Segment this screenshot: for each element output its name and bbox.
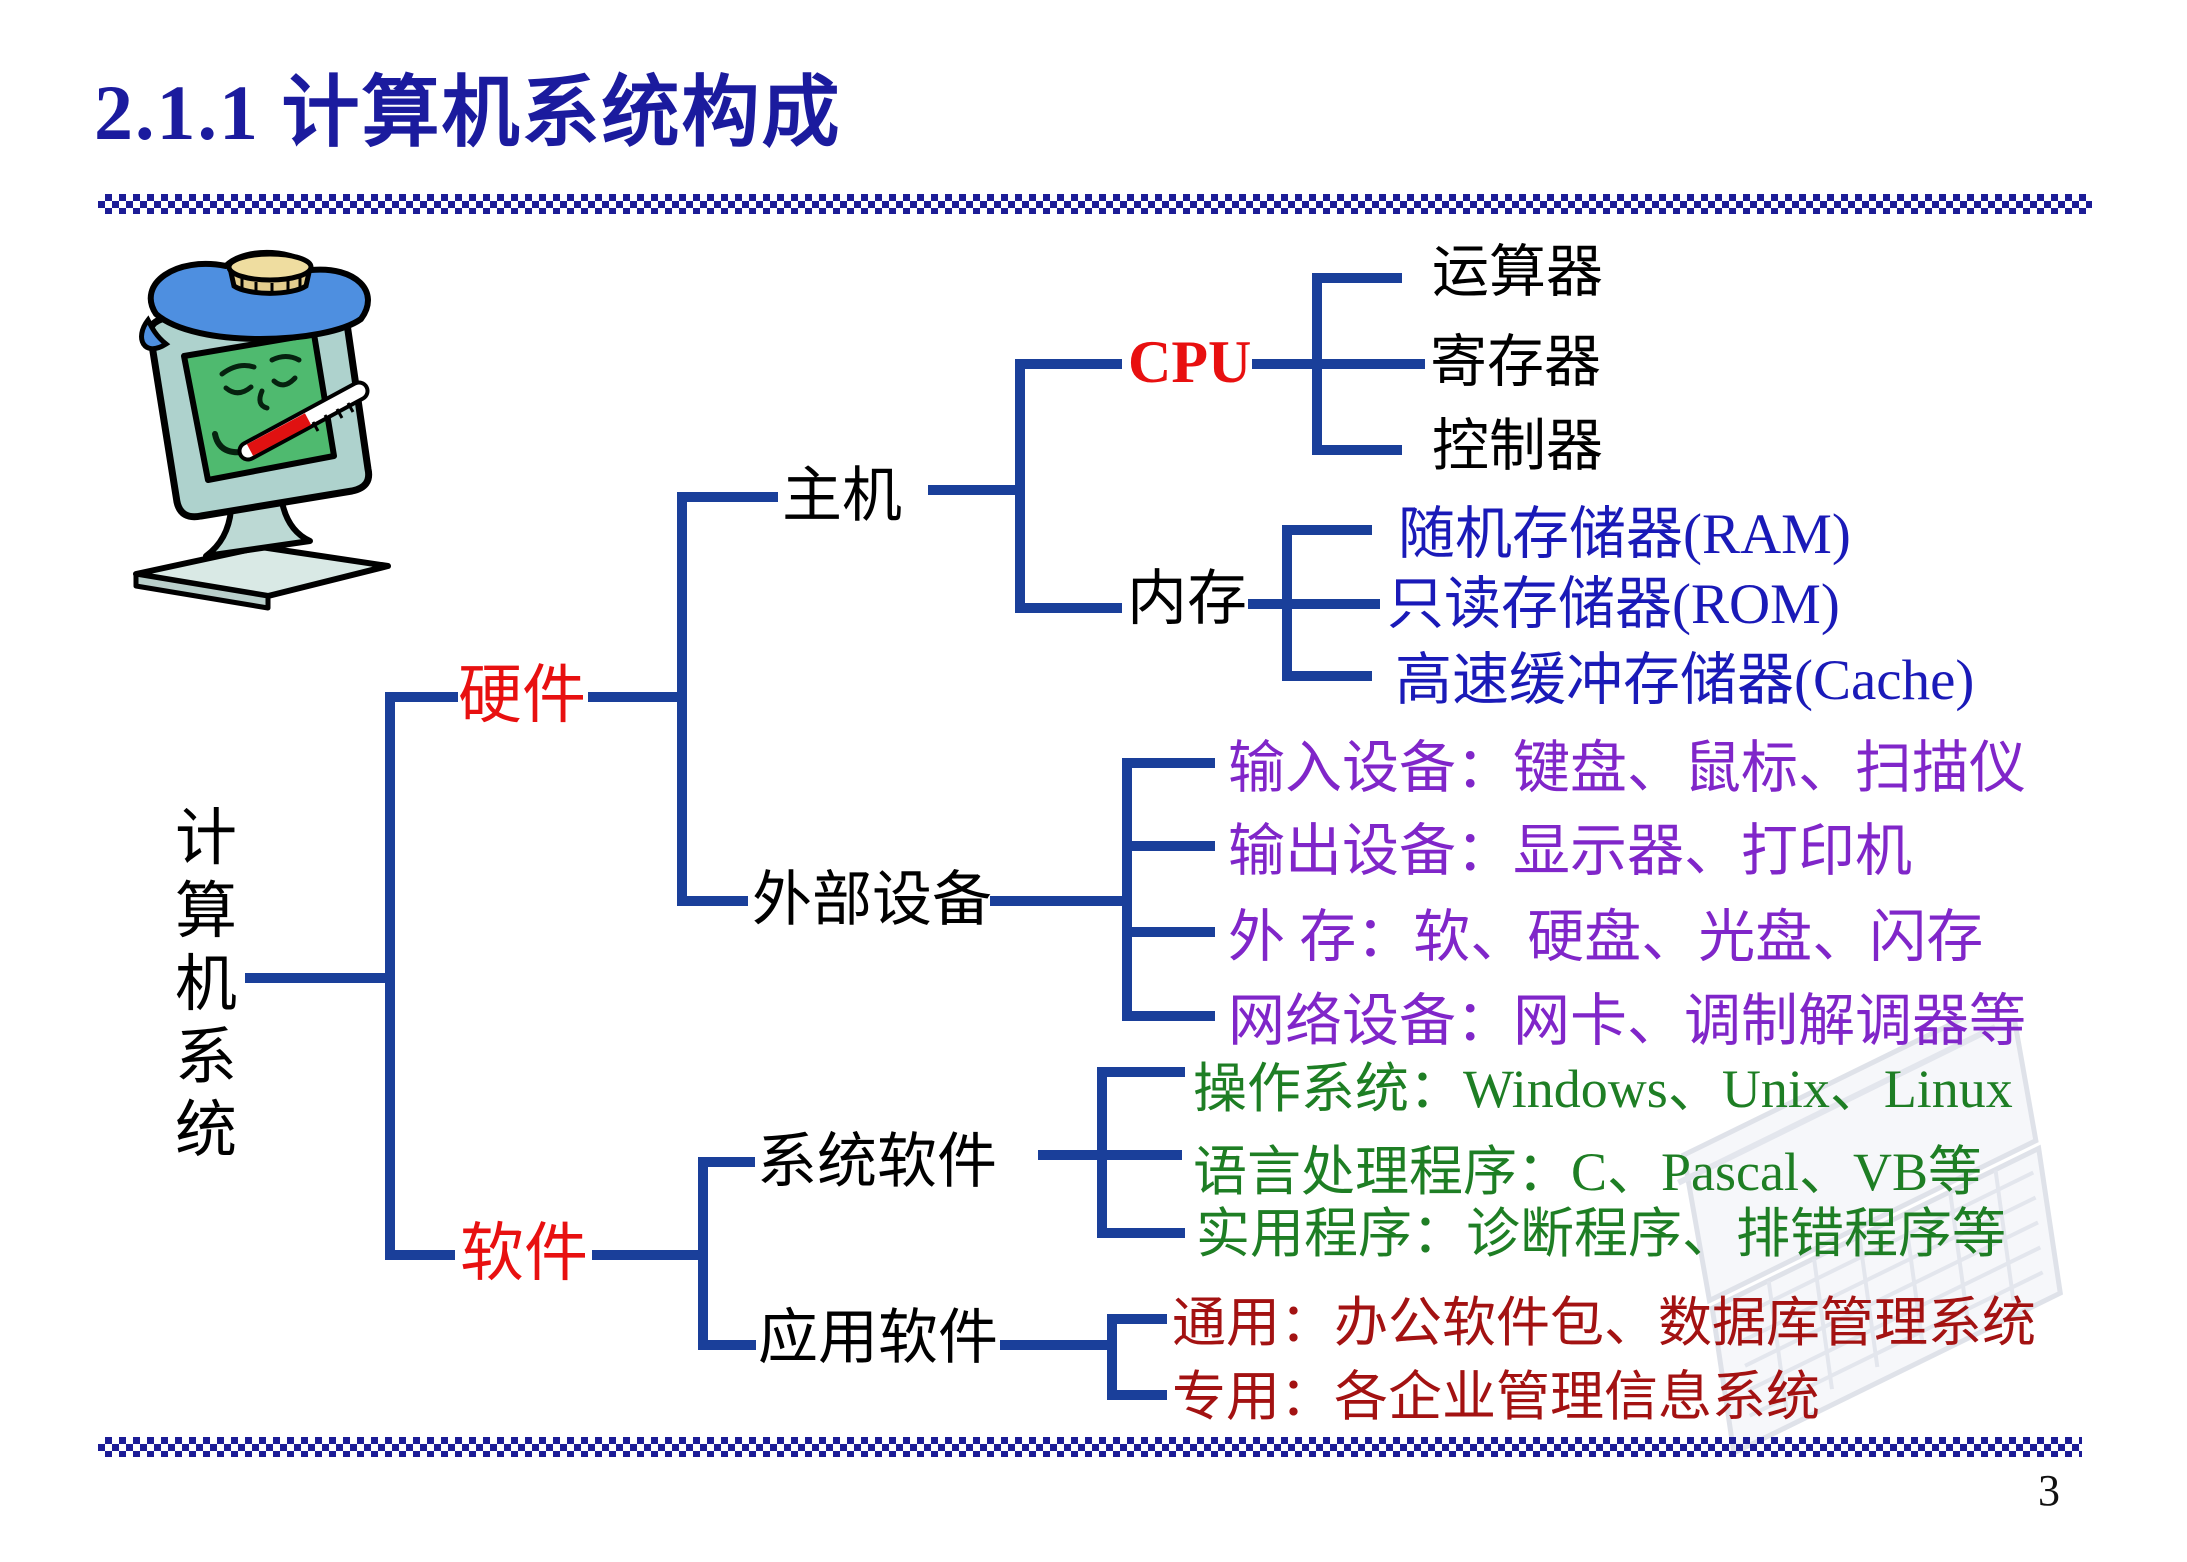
leaf-operating-systems: 操作系统：Windows、Unix、Linux: [1193, 1059, 2013, 1119]
page-number: 3: [2038, 1466, 2060, 1515]
node-application-software: 应用软件: [758, 1305, 998, 1371]
node-memory: 内存: [1127, 566, 1247, 632]
bottom-decorative-border: [98, 1437, 2082, 1457]
leaf-network-devices: 网络设备：网卡、调制解调器等: [1228, 990, 2026, 1053]
leaf-control-unit: 控制器: [1432, 415, 1603, 478]
node-hardware: 硬件: [458, 660, 586, 731]
leaf-output-devices: 输出设备：显示器、打印机: [1228, 820, 1912, 883]
leaf-rom: 只读存储器(ROM): [1387, 573, 1840, 636]
node-peripherals: 外部设备: [752, 867, 992, 933]
leaf-general-applications: 通用：办公软件包、数据库管理系统: [1172, 1293, 2036, 1353]
node-cpu: CPU: [1128, 329, 1252, 395]
laptop-watermark-icon: [1676, 1020, 2064, 1457]
leaf-external-storage: 外 存：软、硬盘、光盘、闪存: [1228, 906, 1984, 969]
leaf-utilities: 实用程序：诊断程序、排错程序等: [1196, 1204, 2006, 1264]
leaf-ram: 随机存储器(RAM): [1398, 503, 1851, 566]
leaf-language-processors: 语言处理程序：C、Pascal、VB等: [1193, 1142, 1982, 1202]
node-software: 软件: [460, 1218, 588, 1289]
top-decorative-border: [98, 194, 2092, 214]
leaf-cache: 高速缓冲存储器(Cache): [1395, 649, 1975, 712]
sick-computer-icon: [133, 249, 391, 611]
leaf-alu: 运算器: [1432, 241, 1603, 304]
node-system-software: 系统软件: [757, 1129, 997, 1195]
node-host: 主机: [782, 463, 902, 529]
leaf-register: 寄存器: [1430, 331, 1601, 394]
slide-title: 2.1.1 计算机系统构成: [94, 69, 842, 156]
leaf-special-applications: 专用：各企业管理信息系统: [1172, 1367, 1820, 1427]
node-root: 计算机系统: [174, 805, 237, 1165]
leaf-input-devices: 输入设备：键盘、鼠标、扫描仪: [1228, 737, 2026, 800]
